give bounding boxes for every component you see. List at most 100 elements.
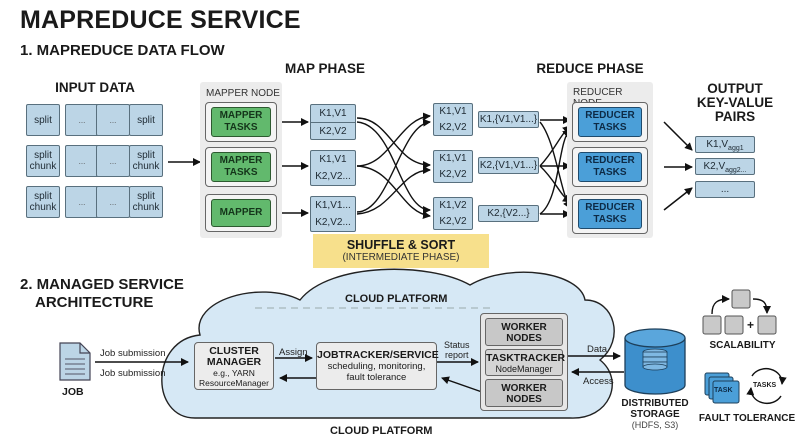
input-cell: ... — [65, 145, 99, 177]
worker-label: NODES — [506, 394, 542, 405]
access-label: Access — [583, 376, 614, 387]
mapper-task-label: MAPPER TASKS — [211, 107, 271, 137]
sorted-kv-3: K1,V2 K2,V2 — [433, 197, 473, 230]
status-report-label: Status report — [444, 340, 470, 360]
input-cell: split chunk — [129, 145, 163, 177]
kv-line: K1,V1 — [439, 153, 467, 165]
task-icon-label: TASK — [714, 387, 733, 394]
job-document-icon — [59, 342, 91, 381]
assign-label: Assign — [279, 347, 308, 358]
reducer-task-2[interactable]: REDUCER TASKS — [572, 147, 648, 187]
storage-cylinder-icon — [624, 328, 686, 395]
worker-nodes-bottom[interactable]: WORKER NODES — [485, 379, 563, 407]
storage-label-line: (HDFS, S3) — [631, 420, 679, 430]
cluster-manager-sub: ResourceManager — [199, 378, 269, 388]
input-cell: split chunk — [129, 186, 163, 218]
section2-heading-line: ARCHITECTURE — [35, 294, 154, 311]
shuffle-sort-banner: SHUFFLE & SORT (INTERMEDIATE PHASE) — [313, 234, 489, 268]
jobtracker-box[interactable]: JOBTRACKER/SERVICE scheduling, monitorin… — [316, 342, 439, 390]
cluster-manager-title: MANAGER — [206, 356, 262, 368]
shuffle-subtitle: (INTERMEDIATE PHASE) — [342, 252, 460, 263]
reducer-task-3[interactable]: REDUCER TASKS — [572, 194, 648, 234]
tasks-icon-label: TASKS — [753, 382, 777, 389]
input-cell: split chunk — [26, 186, 60, 218]
kv-line: K2,V2 — [439, 215, 467, 227]
cloud-platform-top-label: CLOUD PLATFORM — [345, 293, 448, 305]
kv-line: K2,V2... — [315, 217, 351, 228]
worker-feedback-arrow — [441, 376, 483, 393]
sorted-kv-1: K1,V1 K2,V2 — [433, 103, 473, 136]
grouped-kv-1: K1,{V1,V1...} — [478, 111, 539, 128]
data-label: Data — [587, 344, 608, 355]
out-arrow-3 — [663, 187, 693, 211]
reducer-node-panel: REDUCER NODE REDUCER TASKS REDUCER TASKS… — [567, 82, 653, 238]
kv-line: K1,V1 — [439, 106, 467, 118]
job-submission-label-bottom: Job submission — [100, 368, 166, 379]
grouped-kv-3: K2,{V2...} — [478, 205, 539, 222]
shuffle-curves — [356, 112, 431, 220]
input-cell: ... — [65, 186, 99, 218]
mapper-task-1[interactable]: MAPPER TASKS — [205, 102, 277, 142]
input-cell: split — [26, 104, 60, 136]
reducer-task-label: REDUCER TASKS — [578, 107, 642, 137]
reduce-phase-label: REDUCE PHASE — [536, 61, 644, 76]
worker-label: WORKER — [501, 383, 547, 394]
fault-tolerance-label: FAULT TOLERANCE — [698, 413, 796, 424]
nodemanager-label: NodeManager — [495, 364, 553, 374]
section1-heading: 1. MAPREDUCE DATA FLOW — [20, 42, 225, 59]
output-pair-2: K2,Vagg2... — [695, 158, 755, 175]
section2-heading-line: 2. MANAGED SERVICE — [20, 276, 184, 293]
sorted-kv-2: K1,V1 K2,V2 — [433, 150, 473, 183]
map-output-1: K1,V1 K2,V2 — [310, 104, 356, 140]
input-cell: split chunk — [26, 145, 60, 177]
output-sub: agg2... — [725, 167, 747, 174]
mapper-task-3[interactable]: MAPPER — [205, 194, 277, 232]
mapper-node-panel: MAPPER NODE MAPPER TASKS MAPPER TASKS MA… — [200, 82, 282, 238]
output-label-line: KEY-VALUE PAIRS — [696, 95, 774, 124]
kv-line: K1,V1 — [319, 154, 347, 165]
cloud-platform-bottom-label: CLOUD PLATFORM — [330, 425, 433, 437]
mapper-task-2[interactable]: MAPPER TASKS — [205, 147, 277, 187]
mapper-node-label: MAPPER NODE — [206, 88, 280, 99]
reducer-task-label: REDUCER TASKS — [578, 152, 642, 182]
page-title: MAPREDUCE SERVICE — [20, 6, 301, 34]
jobtracker-sub: scheduling, monitoring, — [327, 361, 426, 372]
kv-line: K1,V1 — [311, 105, 355, 123]
input-grid: split ... ... split split chunk ... ... … — [26, 100, 166, 230]
out-arrow-1 — [663, 121, 693, 151]
scalability-plus: + — [747, 318, 755, 332]
job-submission-label-top: Job submission — [100, 348, 166, 359]
worker-label: NODES — [506, 333, 542, 344]
output-label-line: OUTPUT — [707, 81, 763, 96]
output-label: OUTPUT KEY-VALUE PAIRS — [680, 82, 790, 124]
kv-line: K2,V2... — [315, 171, 351, 182]
grouped-kv-2: K2,{V1,V1...} — [478, 157, 539, 174]
kv-line: K1,V2 — [439, 200, 467, 212]
reducer-task-1[interactable]: REDUCER TASKS — [572, 102, 648, 142]
storage-label: DISTRIBUTED STORAGE (HDFS, S3) — [615, 398, 695, 431]
output-pair-3: ... — [695, 181, 755, 198]
reduce-curves — [539, 116, 571, 218]
input-cell: ... — [96, 104, 130, 136]
scalability-icon — [702, 289, 777, 335]
input-cell: ... — [96, 186, 130, 218]
output-sub: agg1 — [728, 145, 744, 152]
input-cell: split — [129, 104, 163, 136]
worker-nodes-top[interactable]: WORKER NODES — [485, 318, 563, 346]
mapper-task-label: MAPPER TASKS — [211, 152, 271, 182]
storage-label-line: DISTRIBUTED — [621, 398, 689, 409]
output-pair-1: K1,Vagg1 — [695, 136, 755, 153]
status-label-line: Status — [444, 340, 470, 350]
jobtracker-title: JOBTRACKER/SERVICE — [317, 349, 439, 361]
kv-line: K1,V1... — [315, 200, 351, 211]
section2-heading: 2. MANAGED SERVICE ARCHITECTURE — [20, 276, 184, 312]
job-label: JOB — [62, 386, 84, 398]
fault-tolerance-icon — [704, 368, 787, 404]
cluster-manager-box[interactable]: CLUSTER MANAGER e.g., YARN ResourceManag… — [194, 342, 274, 390]
cluster-manager-sub: e.g., YARN — [213, 368, 255, 378]
input-cell: ... — [96, 145, 130, 177]
cluster-manager-title: CLUSTER — [209, 345, 259, 357]
shuffle-title: SHUFFLE & SORT — [346, 238, 456, 252]
kv-line: K2,V2 — [439, 168, 467, 180]
tasktracker-box[interactable]: TASKTRACKER NodeManager — [485, 349, 565, 376]
